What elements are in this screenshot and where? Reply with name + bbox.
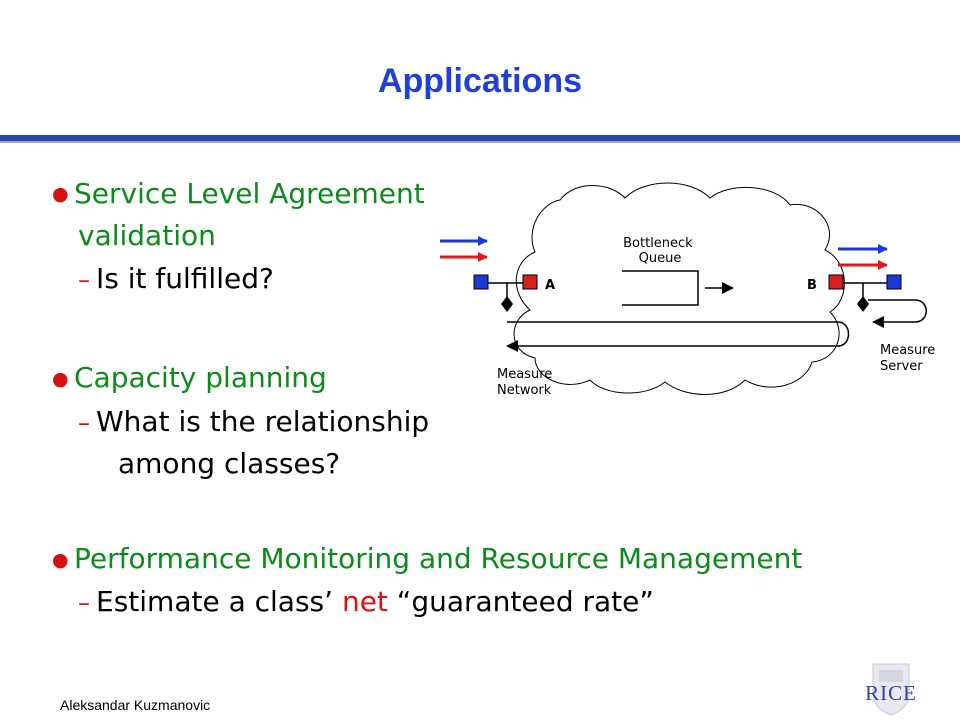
dash-marker: – bbox=[78, 589, 90, 617]
measure-server-label: Measure Server bbox=[880, 343, 939, 374]
sub-text-pre: Estimate a class’ bbox=[96, 585, 342, 618]
node-blue-left bbox=[473, 274, 489, 290]
monitor-diamond-right bbox=[857, 296, 869, 312]
rice-logo: RICE bbox=[865, 663, 917, 716]
node-a bbox=[522, 274, 538, 290]
monitor-diamond-left bbox=[501, 296, 513, 312]
slide-title: Applications bbox=[377, 62, 583, 100]
bullet-dot: ● bbox=[52, 183, 69, 205]
bullet-dot: ● bbox=[52, 549, 69, 571]
logo-text: RICE bbox=[865, 681, 917, 705]
sub-item: –What is the relationship bbox=[78, 408, 429, 436]
footer-author: Aleksandar Kuzmanovic bbox=[60, 697, 211, 713]
sub-text: Is it fulfilled? bbox=[96, 262, 274, 295]
sub-item: –Is it fulfilled? bbox=[78, 265, 274, 293]
node-b-label: B bbox=[807, 278, 817, 293]
bullet-sla: Service Level Agreement bbox=[74, 177, 425, 210]
measure-network-label: Measure Network bbox=[497, 367, 556, 398]
measure-loop-top bbox=[507, 321, 850, 347]
sub-item: –Estimate a class’ net “guaranteed rate” bbox=[78, 588, 654, 616]
network-diagram: A B Bottleneck Queue Measure Network Mea… bbox=[440, 182, 939, 398]
node-b bbox=[828, 274, 844, 290]
node-a-label: A bbox=[545, 278, 555, 293]
node-blue-right bbox=[886, 274, 902, 290]
title-divider bbox=[0, 135, 960, 143]
dash-marker: – bbox=[78, 266, 90, 294]
dash-marker: – bbox=[78, 409, 90, 437]
bullet-dot: ● bbox=[52, 368, 69, 390]
server-loop bbox=[868, 299, 927, 328]
queue-label: Bottleneck Queue bbox=[623, 236, 697, 266]
sub-text-post: “guaranteed rate” bbox=[387, 585, 654, 618]
bullet-performance: Performance Monitoring and Resource Mana… bbox=[74, 542, 803, 575]
network-cloud bbox=[513, 182, 845, 395]
bullet-sla-cont: validation bbox=[78, 219, 216, 252]
bottleneck-queue bbox=[622, 270, 699, 306]
sub-text-cont: among classes? bbox=[118, 447, 341, 480]
sub-text: What is the relationship bbox=[96, 405, 430, 438]
highlight-net: net bbox=[341, 585, 388, 618]
bullet-capacity: Capacity planning bbox=[74, 361, 327, 394]
